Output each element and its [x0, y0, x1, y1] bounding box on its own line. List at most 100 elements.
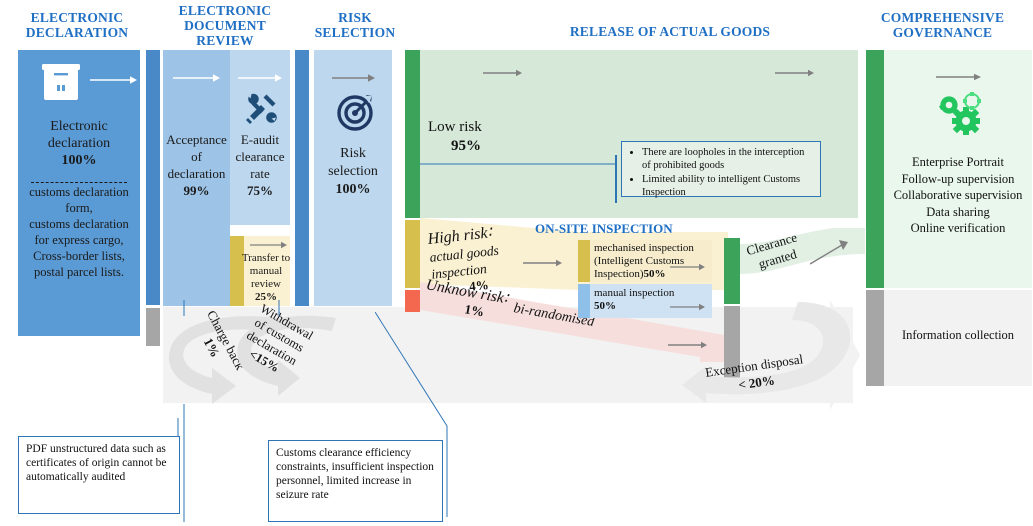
- loop-arrow-charge-back: [168, 316, 278, 404]
- label-line: Inspection): [594, 268, 644, 280]
- onsite-inspection-title: ON-SITE INSPECTION: [535, 221, 673, 236]
- column-comprehensive-governance[interactable]: Enterprise Portrait Follow-up supervisio…: [884, 50, 1032, 288]
- header-line: REVIEW: [196, 33, 254, 48]
- label-line: declaration: [47, 136, 111, 151]
- package-box-icon: [42, 64, 80, 100]
- note-customs-efficiency: Customs clearance efficiency constraints…: [268, 440, 443, 522]
- percent-value: 100%: [61, 153, 97, 168]
- divider-dashes: [31, 182, 127, 183]
- column-eaudit-clearance-rate[interactable]: E-audit clearance rate 75%: [230, 50, 290, 225]
- label-line: Risk: [340, 146, 366, 161]
- percent-value: 100%: [335, 182, 371, 197]
- ribbon-clearance-granted: [740, 228, 865, 274]
- flow-arrow-icon: [483, 69, 522, 77]
- label-line: declaration: [167, 166, 226, 181]
- label-line: rate: [250, 166, 270, 181]
- callout-connector-pdf-lower: [183, 404, 185, 522]
- flow-arrow-icon: [936, 73, 981, 81]
- detail-line: customs declaration: [29, 185, 129, 199]
- outcome-bar-gray: [724, 306, 740, 386]
- block-information-collection[interactable]: Information collection: [884, 290, 1032, 386]
- risk-selection-label: Risk selection 100%: [314, 145, 392, 199]
- loop-arrow-withdrawal: [237, 315, 336, 396]
- detail-line: Cross-border lists,: [33, 249, 125, 263]
- governance-item: Enterprise Portrait: [912, 155, 1004, 169]
- header-line: GOVERNANCE: [892, 25, 993, 40]
- label-line: Electronic: [50, 119, 108, 134]
- governance-bar-gray: [866, 290, 884, 386]
- callout-connector-efficiency: [375, 312, 448, 517]
- percent-value: 95%: [451, 138, 481, 154]
- transfer-accent-bar: [230, 236, 244, 306]
- label-line: of: [191, 149, 202, 164]
- target-icon: [337, 95, 373, 131]
- label-line: Transfer to: [241, 252, 291, 264]
- bullet-item: There are loopholes in the interception …: [642, 146, 814, 172]
- label-line: manual: [249, 265, 283, 277]
- detail-line: for express cargo,: [34, 233, 124, 247]
- header-line: DECLARATION: [25, 25, 129, 40]
- flow-arrow-icon: [670, 263, 705, 271]
- label-line: mechanised inspection: [594, 242, 694, 254]
- percent-value: 99%: [183, 183, 210, 198]
- flow-arrow-icon: [250, 241, 287, 249]
- stage-divider-1-gray: [146, 308, 160, 346]
- column-electronic-declaration[interactable]: Electronic declaration 100% customs decl…: [18, 50, 140, 336]
- low-risk-issues-box: There are loopholes in the interception …: [621, 141, 821, 198]
- header-line: RISK: [338, 10, 372, 25]
- flow-arrow-icon: [332, 74, 375, 82]
- header-release-of-actual-goods: RELEASE OF ACTUAL GOODS: [490, 24, 850, 39]
- information-collection-label: Information collection: [901, 328, 1015, 342]
- governance-item: Collaborative supervision: [893, 188, 1023, 202]
- callout-connector-transfer: [278, 300, 280, 316]
- callout-connector-pdf-elbow: [178, 418, 179, 451]
- flow-arrow-icon: [90, 76, 137, 84]
- note-pdf-unstructured: PDF unstructured data such as certificat…: [18, 436, 180, 514]
- manual-label: manual inspection 50%: [594, 287, 706, 313]
- gears-icon: [939, 92, 981, 135]
- mechanised-label: mechanised inspection (Intelligent Custo…: [594, 242, 712, 281]
- flow-arrow-icon: [810, 240, 848, 265]
- percent-value: 50%: [643, 268, 666, 280]
- low-risk-label: Low risk 95%: [428, 118, 548, 156]
- band-high-risk[interactable]: [420, 218, 580, 290]
- column-acceptance-of-declaration[interactable]: Acceptance of declaration 99%: [163, 50, 230, 306]
- header-comprehensive-governance: COMPREHENSIVE GOVERNANCE: [855, 10, 1030, 40]
- label-line: Low risk: [428, 119, 482, 135]
- block-mechanised-inspection[interactable]: mechanised inspection (Intelligent Custo…: [578, 240, 712, 282]
- label-line: review: [251, 278, 281, 290]
- mechanised-accent-bar: [578, 240, 590, 282]
- header-line: ELECTRONIC: [178, 3, 272, 18]
- column-risk-selection[interactable]: Risk selection 100%: [314, 50, 392, 306]
- tools-icon: [246, 93, 277, 124]
- detail-line: form,: [65, 201, 93, 215]
- block-manual-inspection[interactable]: manual inspection 50%: [578, 284, 712, 318]
- eaudit-label: E-audit clearance rate 75%: [226, 131, 294, 199]
- bullet-connector-line: [420, 155, 617, 203]
- header-line: DOCUMENT: [184, 18, 266, 33]
- outcome-bar-green: [724, 238, 740, 304]
- label-line: (Intelligent Customs: [594, 255, 685, 267]
- header-electronic-declaration: ELECTRONIC DECLARATION: [2, 10, 152, 40]
- detail-line: postal parcel lists.: [34, 265, 124, 279]
- label-line: selection: [328, 164, 378, 179]
- governance-item: Follow-up supervision: [901, 171, 1015, 186]
- header-line: ELECTRONIC: [30, 10, 124, 25]
- band-unknown-risk[interactable]: [420, 282, 730, 362]
- flow-arrow-icon: [238, 74, 282, 82]
- block-transfer-to-manual-review[interactable]: Transfer to manual review 25%: [230, 236, 290, 306]
- electronic-declaration-details: customs declaration form, customs declar…: [18, 184, 140, 280]
- header-electronic-document-review: ELECTRONIC DOCUMENT REVIEW: [160, 3, 290, 48]
- governance-item: Data sharing: [926, 204, 990, 219]
- acceptance-label: Acceptance of declaration 99%: [160, 131, 233, 199]
- header-line: SELECTION: [314, 25, 396, 40]
- stage-divider-1-blue: [146, 50, 160, 305]
- manual-accent-bar: [578, 284, 590, 318]
- percent-value: 50%: [594, 300, 616, 312]
- transfer-label: Transfer to manual review 25%: [240, 252, 292, 304]
- callout-connector-pdf: [183, 300, 185, 316]
- header-line: COMPREHENSIVE: [880, 10, 1005, 25]
- label-line: manual inspection: [594, 287, 675, 299]
- risk-color-bar-green: [405, 50, 420, 218]
